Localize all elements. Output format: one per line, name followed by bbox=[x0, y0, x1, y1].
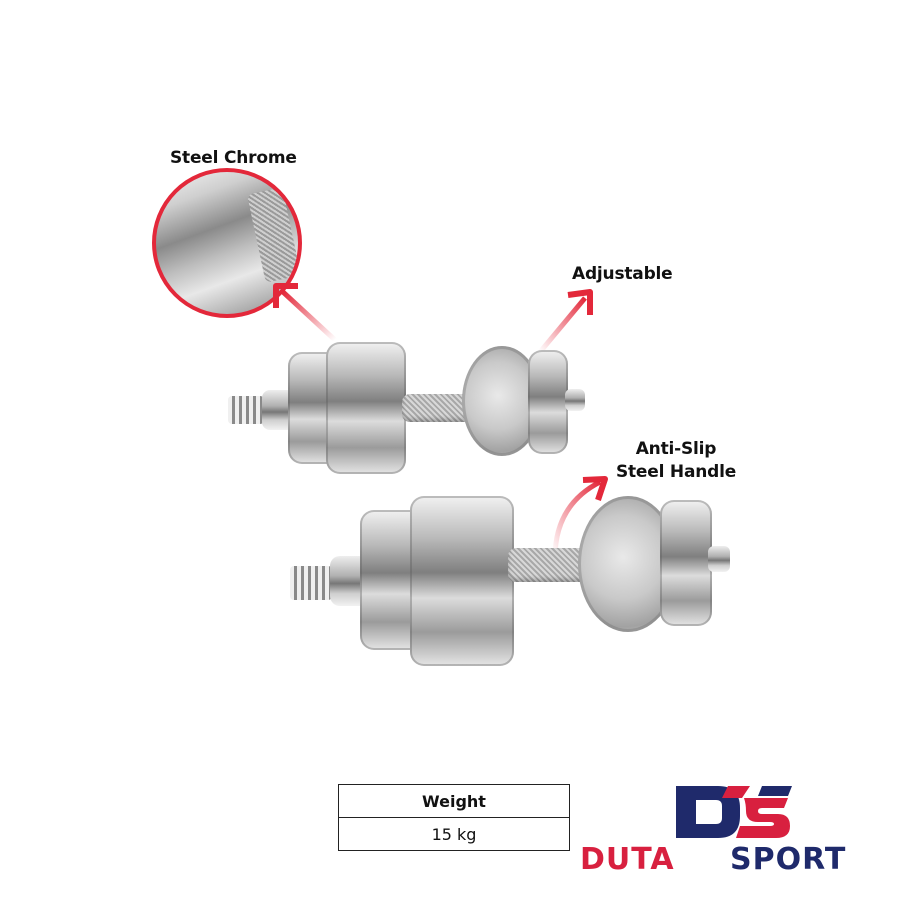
spec-table: Weight 15 kg bbox=[338, 784, 570, 851]
brand-word-sport: SPORT bbox=[730, 842, 847, 877]
callout-steel-chrome-label: Steel Chrome bbox=[170, 148, 297, 168]
spec-table-value-row: 15 kg bbox=[338, 817, 570, 851]
spec-value-weight: 15 kg bbox=[338, 817, 570, 851]
arrow-steel-chrome-icon bbox=[273, 283, 337, 342]
callout-adjustable-label: Adjustable bbox=[572, 264, 673, 284]
callout-anti-slip-line2: Steel Handle bbox=[615, 462, 737, 482]
spec-header-weight: Weight bbox=[338, 784, 570, 818]
spec-table-header-row: Weight bbox=[338, 784, 570, 818]
arrow-anti-slip-icon bbox=[552, 476, 608, 559]
arrow-adjustable-icon bbox=[538, 289, 593, 354]
duta-sport-logo: DUTA SPORT bbox=[580, 784, 880, 884]
ds-monogram-icon bbox=[676, 786, 792, 838]
callout-anti-slip-line1: Anti-Slip bbox=[635, 439, 717, 459]
callout-anti-slip-label: Anti-Slip Steel Handle bbox=[606, 438, 746, 484]
brand-word-duta: DUTA bbox=[580, 842, 675, 877]
